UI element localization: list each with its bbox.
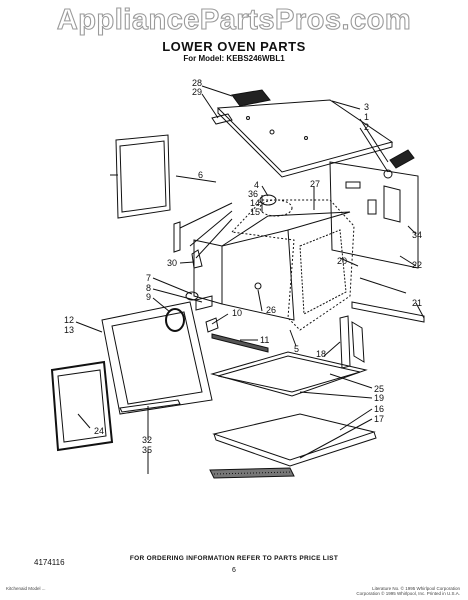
burner-bracket <box>231 89 271 107</box>
bottom-panel <box>212 413 376 461</box>
bottom-trim <box>209 467 295 479</box>
callout-5: 5 <box>294 344 299 354</box>
callout-7: 7 <box>146 273 151 283</box>
gasket-ring <box>165 308 185 332</box>
callout-24: 24 <box>94 426 104 436</box>
callout-30: 30 <box>167 258 177 268</box>
callout-25: 25 <box>374 384 384 394</box>
callout-2: 2 <box>364 122 369 132</box>
callout-35: 36 <box>248 189 258 199</box>
callout-9: 9 <box>146 292 151 302</box>
callout-13: 13 <box>64 325 74 335</box>
callout-12: 12 <box>64 315 74 325</box>
copyright-left: Kitchenaid Model ... <box>6 586 46 591</box>
callout-17: 17 <box>374 414 384 424</box>
callout-19: 19 <box>374 393 384 403</box>
callout-labels: 28 29 3 1 2 6 4 36 27 14 15 34 20 30 22 … <box>64 78 422 455</box>
door-frame <box>101 301 213 415</box>
oven-cavity <box>221 229 295 321</box>
callout-18: 18 <box>316 349 326 359</box>
callout-29: 29 <box>192 87 202 97</box>
right-side-panel <box>329 161 419 269</box>
left-side-panel <box>115 134 171 219</box>
callout-34: 35 <box>142 445 152 455</box>
callout-20: 20 <box>337 256 347 266</box>
callout-14: 14 <box>250 198 260 208</box>
rail <box>351 301 425 323</box>
callout-1: 1 <box>364 112 369 122</box>
callout-22: 22 <box>412 260 422 270</box>
ordering-info: FOR ORDERING INFORMATION REFER TO PARTS … <box>129 555 339 562</box>
callout-21: 21 <box>412 298 422 308</box>
diagram-title: LOWER OVEN PARTS <box>162 39 306 54</box>
callout-8: 8 <box>146 283 151 293</box>
callout-28: 28 <box>192 78 202 88</box>
callout-16: 16 <box>374 404 384 414</box>
callout-10: 10 <box>232 308 242 318</box>
callout-4: 4 <box>254 180 259 190</box>
callout-27: 27 <box>310 179 320 189</box>
copyright-right: Literature No. © 1995 Whirlpool Corporat… <box>356 586 460 596</box>
door-window <box>50 360 114 452</box>
callout-32: 32 <box>142 435 152 445</box>
oven-rack <box>210 351 368 397</box>
page-number: 6 <box>232 567 236 574</box>
heat-strip <box>211 333 269 353</box>
watermark: AppliancePartsPros.com <box>56 3 412 36</box>
callout-6: 6 <box>198 170 203 180</box>
callout-11: 11 <box>260 335 269 345</box>
model-line: For Model: KEBS246WBL1 <box>183 54 285 63</box>
callout-33: 34 <box>412 230 422 240</box>
document-number: 4174116 <box>34 558 65 567</box>
insulation-wrap <box>230 199 355 331</box>
callout-15: 15 <box>250 207 260 217</box>
callout-3: 3 <box>364 102 369 112</box>
callout-26: 26 <box>266 305 276 315</box>
